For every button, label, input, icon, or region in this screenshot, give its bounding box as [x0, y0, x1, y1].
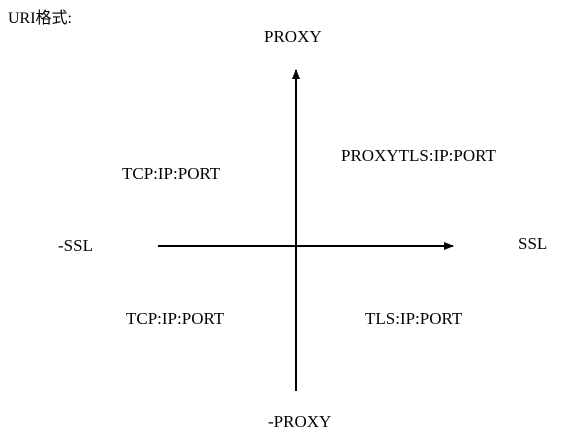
axis-label-ssl: SSL [518, 234, 548, 253]
axis-label-proxy: PROXY [264, 27, 322, 46]
quadrant-label-top-left: TCP:IP:PORT [122, 164, 221, 183]
axis-label-no-proxy: -PROXY [268, 412, 332, 431]
quadrant-label-top-right: PROXYTLS:IP:PORT [341, 146, 496, 165]
quadrant-label-bottom-right: TLS:IP:PORT [365, 309, 463, 328]
quadrant-label-bottom-left: TCP:IP:PORT [126, 309, 225, 328]
axis-label-no-ssl: -SSL [58, 236, 93, 255]
diagram-title: URI格式: [8, 10, 73, 27]
